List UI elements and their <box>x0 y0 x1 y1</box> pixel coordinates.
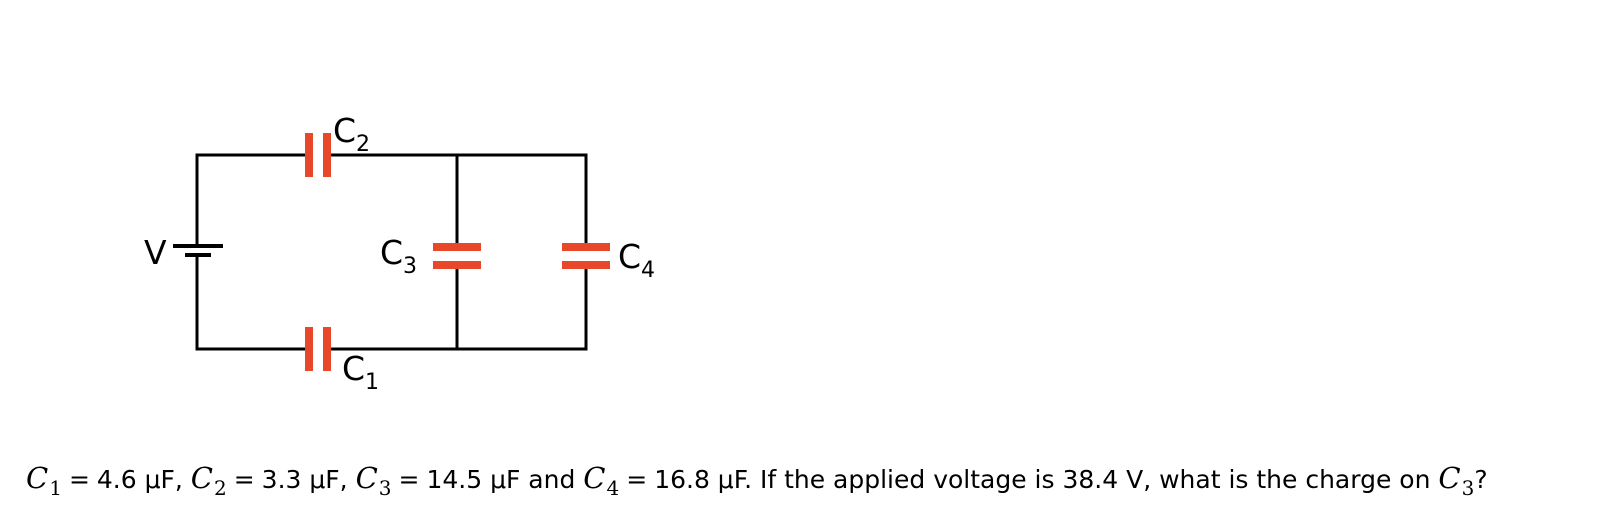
var-c3: C3 <box>355 461 392 500</box>
circuit-diagram: V C2 C1 C3 C4 <box>144 111 655 395</box>
label-c2: C2 <box>333 111 370 157</box>
value-c3: 14.5 μF and <box>426 465 576 494</box>
equals-sign: = <box>626 465 648 494</box>
label-v: V <box>144 233 167 272</box>
capacitor-c2 <box>305 133 331 177</box>
var-target: C3 <box>1438 461 1475 500</box>
wires <box>195 153 588 351</box>
var-c2: C2 <box>190 461 227 500</box>
label-c1: C1 <box>342 349 379 395</box>
question-mark: ? <box>1474 465 1488 494</box>
capacitor-c1 <box>305 327 331 371</box>
equals-sign: = <box>233 465 255 494</box>
equals-sign: = <box>398 465 420 494</box>
capacitor-c4 <box>562 243 610 269</box>
question-text: C1=4.6 μF, C2=3.3 μF, C3=14.5 μF and C4=… <box>26 458 1611 501</box>
capacitor-c3 <box>433 243 481 269</box>
battery-symbol <box>173 244 223 257</box>
value-c1: 4.6 μF, <box>96 465 183 494</box>
value-c4: 16.8 μF. If the applied voltage is 38.4 … <box>654 465 1431 494</box>
label-c3: C3 <box>380 233 417 279</box>
value-c2: 3.3 μF, <box>261 465 348 494</box>
equals-sign: = <box>68 465 90 494</box>
label-c4: C4 <box>618 237 655 283</box>
var-c1: C1 <box>26 461 62 500</box>
var-c4: C4 <box>583 461 620 500</box>
